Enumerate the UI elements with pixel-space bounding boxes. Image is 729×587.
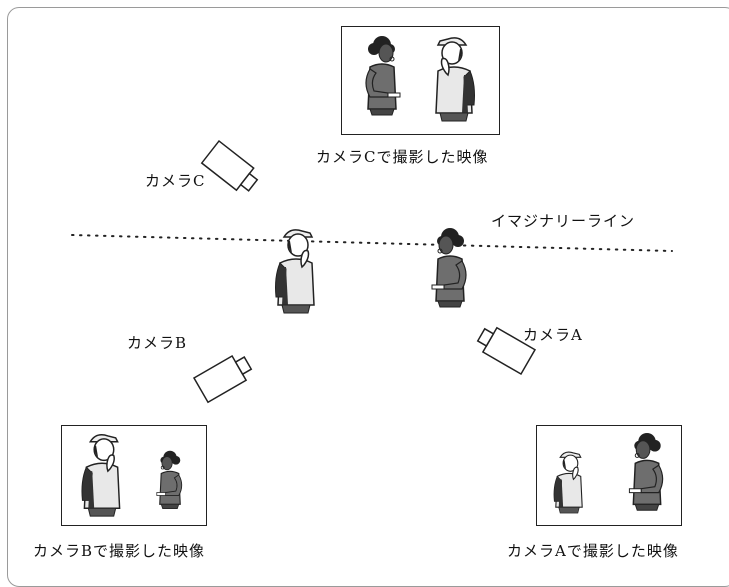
person-curly-icon bbox=[156, 450, 183, 510]
imaginary-line bbox=[71, 234, 673, 252]
person-curly-icon bbox=[431, 227, 467, 308]
shot-a-panel bbox=[536, 425, 682, 526]
person-cap-icon bbox=[553, 451, 583, 514]
person-curly-icon bbox=[628, 432, 664, 511]
person-cap-icon bbox=[81, 434, 121, 517]
shot-c-panel bbox=[341, 26, 500, 135]
shot-c-label: カメラCで撮影した映像 bbox=[316, 148, 489, 166]
camera-icon bbox=[473, 322, 536, 375]
imaginary-line-label: イマジナリーライン bbox=[491, 212, 636, 230]
camera-icon bbox=[201, 140, 263, 198]
person-cap-icon bbox=[274, 229, 315, 314]
shot-b-label: カメラBで撮影した映像 bbox=[33, 542, 206, 560]
shot-b-panel bbox=[61, 425, 207, 526]
person-cap-icon bbox=[435, 37, 476, 122]
camera-icon bbox=[193, 350, 256, 403]
camera-c-label: カメラC bbox=[145, 172, 206, 190]
camera-b-label: カメラB bbox=[127, 334, 188, 352]
camera-a-label: カメラA bbox=[523, 326, 583, 344]
shot-a-label: カメラAで撮影した映像 bbox=[507, 542, 679, 560]
person-curly-icon bbox=[365, 35, 401, 116]
